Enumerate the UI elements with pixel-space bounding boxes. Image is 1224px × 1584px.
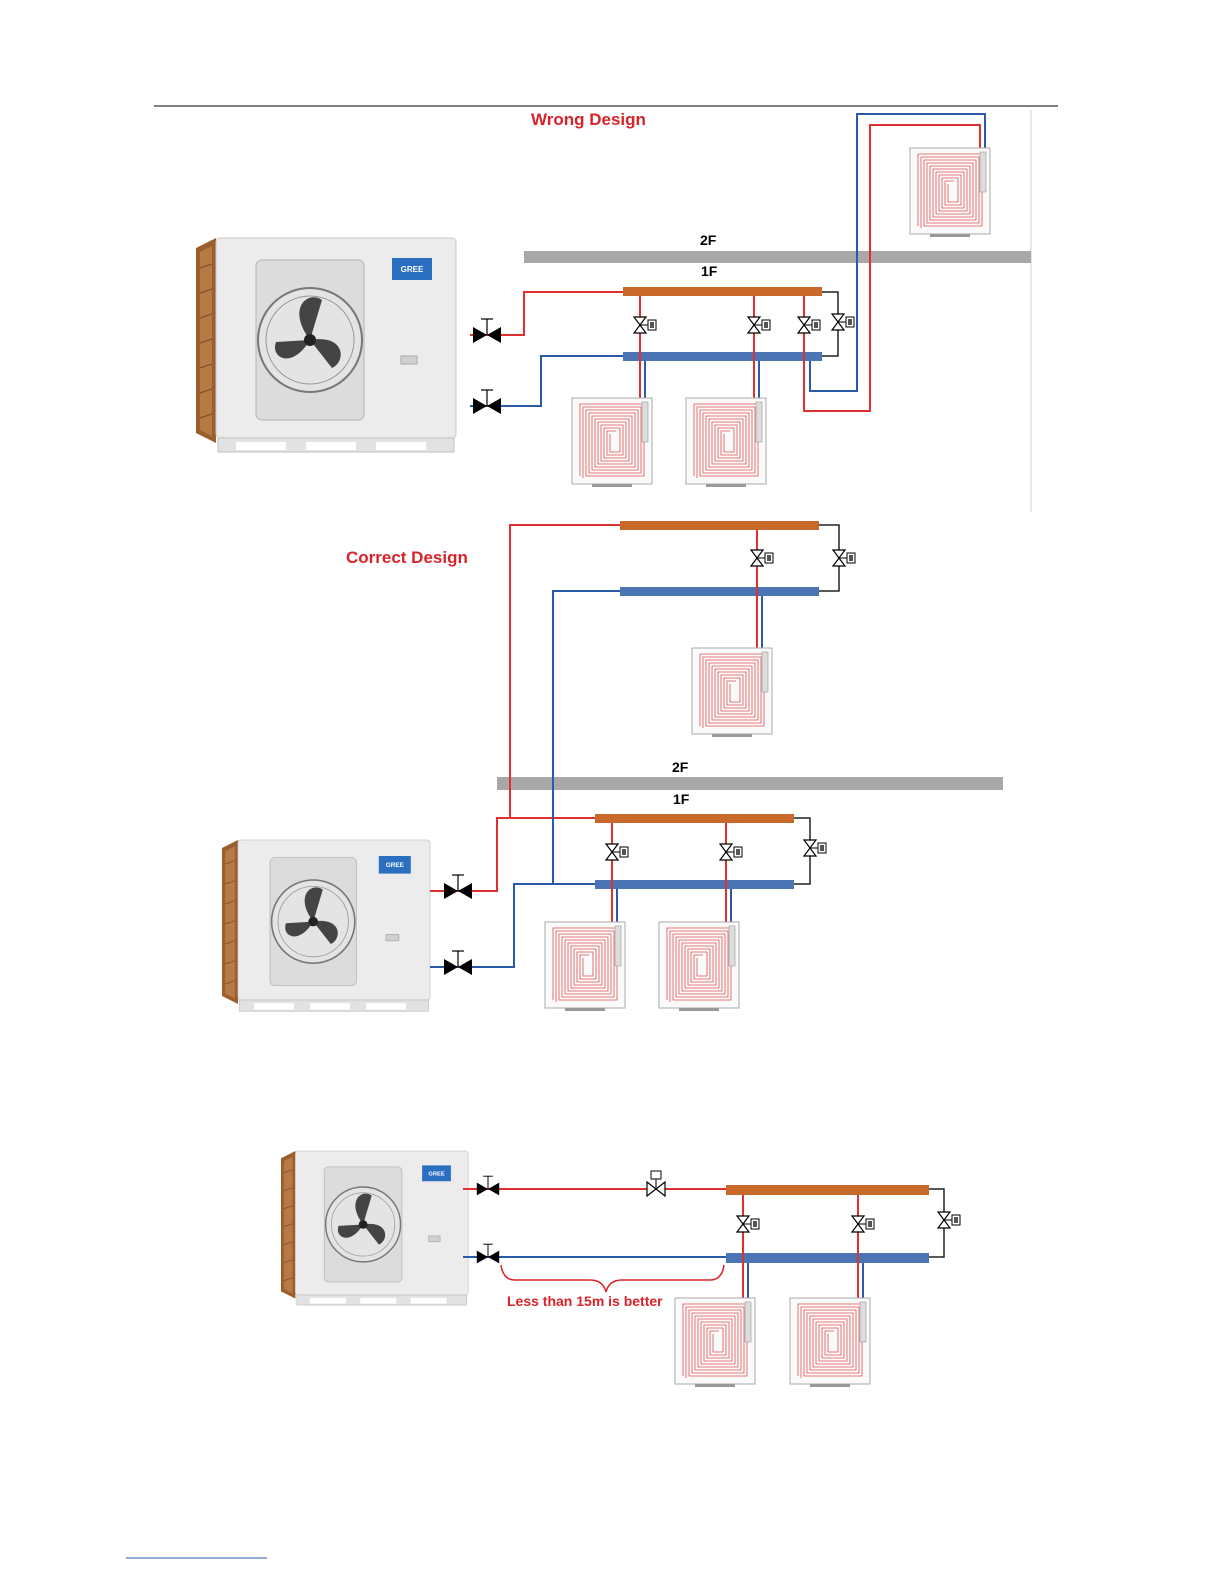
mixing-valve-icon bbox=[647, 1171, 665, 1196]
underfloor-coil-icon bbox=[675, 1298, 755, 1387]
return-riser bbox=[553, 591, 620, 884]
floor-label-1f: 1F bbox=[673, 791, 690, 807]
zone-valve-icon bbox=[852, 1216, 874, 1232]
floor-slab bbox=[497, 777, 1003, 790]
zone-valve-icon bbox=[634, 317, 656, 333]
distance-note: Less than 15m is better bbox=[507, 1293, 663, 1309]
supply-pipe bbox=[430, 818, 595, 891]
zone-valve-icon bbox=[938, 1212, 960, 1228]
underfloor-coil-icon bbox=[692, 648, 772, 737]
correct-design-title: Correct Design bbox=[346, 548, 468, 567]
return-manifold bbox=[623, 352, 822, 361]
short-pipe-diagram: Less than 15m is better bbox=[281, 1151, 960, 1387]
shutoff-valve-icon bbox=[477, 1176, 499, 1195]
return-manifold bbox=[620, 587, 819, 596]
supply-manifold bbox=[623, 287, 822, 296]
zone-valve-icon bbox=[833, 550, 855, 566]
underfloor-coil-icon bbox=[686, 398, 766, 487]
correct-design-diagram: Correct Design 2F 1F bbox=[222, 521, 1003, 1011]
floor-slab bbox=[524, 251, 1031, 263]
zone-valve-icon bbox=[748, 317, 770, 333]
supply-pipe bbox=[470, 292, 624, 335]
floor-label-2f: 2F bbox=[672, 759, 689, 775]
shutoff-valve-icon bbox=[473, 319, 501, 343]
distance-brace bbox=[501, 1265, 724, 1292]
zone-valve-icon bbox=[804, 840, 826, 856]
floor-label-2f: 2F bbox=[700, 232, 717, 248]
zone-valve-icon bbox=[751, 550, 773, 566]
zone-valve-icon bbox=[720, 844, 742, 860]
underfloor-coil-icon bbox=[545, 922, 625, 1011]
wrong-design-diagram: Wrong Design 2F 1F bbox=[196, 110, 1031, 512]
zone-valve-icon bbox=[737, 1216, 759, 1232]
supply-manifold bbox=[620, 521, 819, 530]
underfloor-coil-icon bbox=[790, 1298, 870, 1387]
supply-manifold bbox=[595, 814, 794, 823]
zone-valve-icon bbox=[832, 314, 854, 330]
return-manifold bbox=[726, 1253, 929, 1263]
heat-pump-unit-icon bbox=[196, 238, 456, 452]
underfloor-coil-icon bbox=[910, 148, 990, 237]
wrong-design-title: Wrong Design bbox=[531, 110, 646, 129]
underfloor-coil-icon bbox=[572, 398, 652, 487]
heat-pump-unit-icon bbox=[281, 1151, 468, 1305]
shutoff-valve-icon bbox=[473, 390, 501, 414]
shutoff-valve-icon bbox=[477, 1244, 499, 1263]
floor-label-1f: 1F bbox=[701, 263, 718, 279]
heat-pump-unit-icon bbox=[222, 840, 430, 1011]
shutoff-valve-icon bbox=[444, 875, 472, 899]
zone-valve-icon bbox=[798, 317, 820, 333]
return-manifold bbox=[595, 880, 794, 889]
supply-riser bbox=[510, 525, 620, 818]
zone-valve-icon bbox=[606, 844, 628, 860]
shutoff-valve-icon bbox=[444, 951, 472, 975]
underfloor-coil-icon bbox=[659, 922, 739, 1011]
supply-manifold bbox=[726, 1185, 929, 1195]
